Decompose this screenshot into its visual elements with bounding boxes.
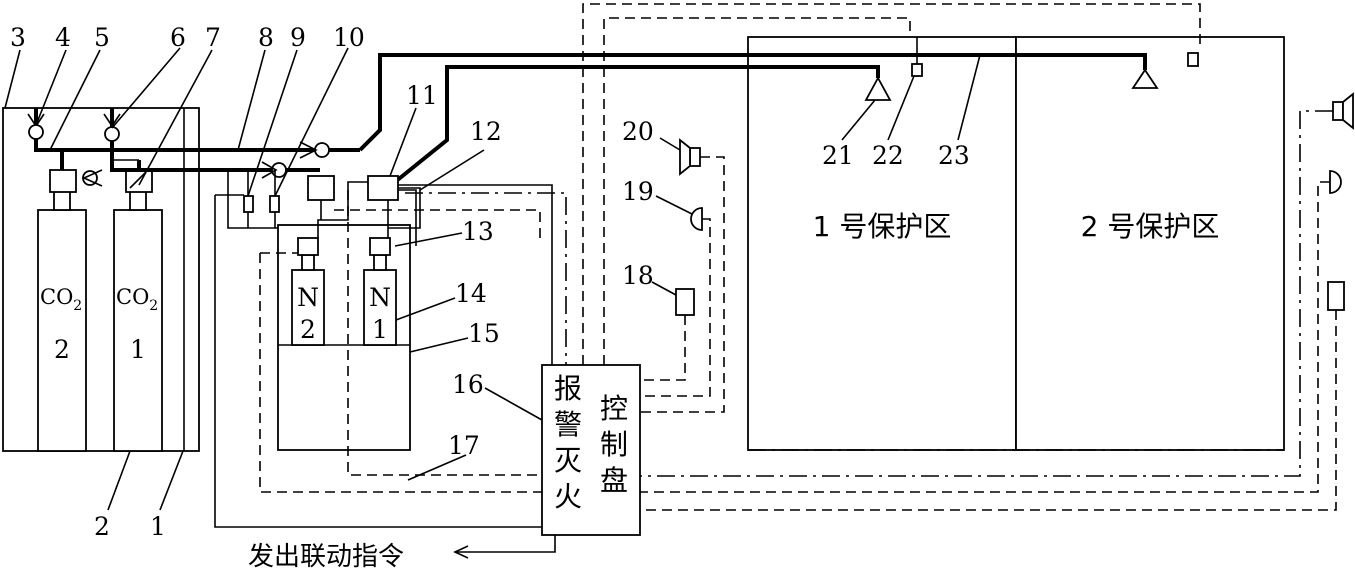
n2-2-letter: N (297, 283, 319, 312)
panel-char-3: 灭 (554, 444, 582, 477)
label-1: 1 (150, 512, 166, 541)
co2-1-formula: CO2 (116, 285, 158, 314)
number-labels: 3 4 5 6 7 8 9 10 11 12 13 14 15 16 17 18… (10, 23, 970, 541)
panel-char-1: 报 (554, 372, 582, 405)
pipe-to-zone-2 (358, 53, 1147, 152)
speaker-icon (679, 138, 701, 176)
n2-cylinder-1 (363, 269, 397, 346)
label-10: 10 (333, 23, 365, 52)
smoke-detector-icon (675, 288, 695, 316)
panel-char-6: 制 (600, 428, 628, 461)
label-14: 14 (455, 279, 487, 308)
wire-12b (405, 192, 567, 365)
label-21: 21 (822, 141, 854, 170)
bell-icon (690, 207, 703, 231)
co2-cylinder-1-neck (129, 189, 147, 211)
zone-1-outline (747, 36, 1017, 451)
co2-2-formula: CO2 (40, 285, 82, 314)
panel-char-7: 盘 (600, 464, 628, 497)
panel-char-4: 火 (554, 480, 582, 513)
label-18: 18 (622, 261, 654, 290)
pressure-switch-zone-2 (1187, 52, 1199, 67)
leader-lines (4, 47, 981, 511)
n2-valve-1 (369, 237, 391, 256)
nozzle-zone-2 (1131, 68, 1159, 89)
co2-2-number: 2 (54, 335, 70, 364)
wire-right-detector (640, 310, 1337, 511)
speaker-icon-right (1332, 92, 1354, 130)
label-6: 6 (170, 23, 186, 52)
label-15: 15 (468, 319, 500, 348)
label-11: 11 (406, 81, 438, 110)
wire-loop-zone-1 (603, 17, 911, 365)
wire-right-bell (640, 181, 1330, 493)
label-19: 19 (622, 177, 654, 206)
check-valve-4 (27, 113, 45, 140)
panel-char-2: 警 (554, 408, 582, 441)
output-command-label: 发出联动指令 (248, 542, 404, 570)
check-valve-main (299, 141, 330, 159)
label-9: 9 (290, 23, 306, 52)
zone-2-label: 2 号保护区 (1081, 210, 1220, 243)
signal-valve-10 (269, 195, 280, 213)
label-7: 7 (205, 23, 221, 52)
wire-loop-zone-2 (582, 3, 1201, 365)
signal-valve-9 (243, 195, 254, 213)
n2-valve-2 (297, 237, 319, 256)
co2-valve-2 (49, 169, 77, 193)
zone-2-outline (1015, 36, 1285, 451)
label-17: 17 (448, 431, 480, 460)
check-valve-6 (103, 113, 121, 142)
co2-valve-1 (125, 169, 153, 193)
n2-1-number: 1 (372, 315, 388, 344)
n2-1-letter: N (369, 283, 391, 312)
label-5: 5 (94, 23, 110, 52)
check-valve-7 (82, 169, 103, 187)
co2-cabinet (2, 107, 200, 452)
bell-icon-right (1329, 170, 1342, 194)
label-12: 12 (470, 117, 502, 146)
alarm-control-panel (541, 364, 641, 536)
label-22: 22 (872, 141, 904, 170)
label-4: 4 (55, 23, 71, 52)
co2-cylinder-1 (113, 209, 163, 452)
co2-cylinder-2 (37, 209, 87, 452)
pressure-switch-zone-1 (911, 63, 923, 77)
co2-cylinder-2-neck (53, 189, 71, 211)
label-13: 13 (462, 217, 494, 246)
pipe-to-zone-1 (393, 65, 880, 184)
detector-icon-right (1327, 281, 1345, 311)
label-2: 2 (94, 512, 110, 541)
label-16: 16 (452, 370, 484, 399)
zone-1-label: 1 号保护区 (813, 210, 952, 243)
label-23: 23 (938, 141, 970, 170)
n2-2-number: 2 (300, 315, 316, 344)
co2-1-number: 1 (130, 335, 146, 364)
wire-right-speaker (640, 110, 1333, 477)
selector-valve-11 (367, 175, 399, 201)
wire-12 (398, 184, 553, 365)
selector-valve-a (307, 175, 335, 201)
label-20: 20 (622, 117, 654, 146)
panel-char-5: 控 (600, 392, 628, 425)
label-3: 3 (10, 23, 26, 52)
wire-signal-9 (214, 195, 542, 528)
label-8: 8 (258, 23, 274, 52)
nozzle-zone-1 (864, 76, 892, 101)
